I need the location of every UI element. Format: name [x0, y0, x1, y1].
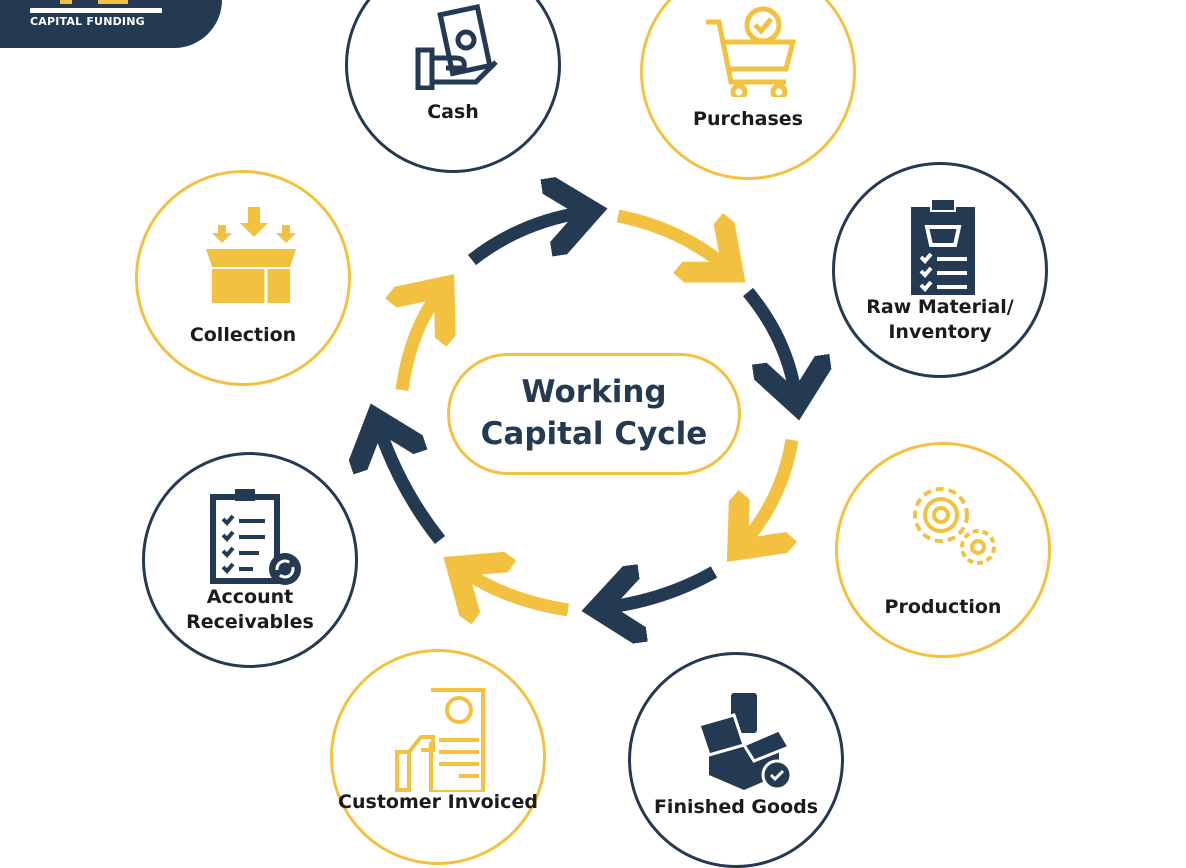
node-account-receivables: Account Receivables [142, 452, 358, 668]
shopping-cart-icon [706, 6, 797, 97]
clipboard-inventory-icon [911, 198, 975, 295]
node-finished-goods: Finished Goods [628, 652, 844, 868]
node-production: Production [835, 442, 1051, 658]
node-cash: Cash [345, 0, 561, 173]
node-raw-material-inventory: Raw Material/ Inventory [832, 162, 1048, 378]
node-label: Cash [427, 101, 479, 123]
node-label: Customer Invoiced [338, 791, 538, 813]
center-title-line1: Working [521, 374, 667, 410]
arrow-inventory-to-production [742, 438, 799, 545]
cash-hand-icon [415, 3, 498, 90]
box-incoming-icon [206, 207, 296, 303]
arrow-collection-to-cash [467, 212, 585, 266]
node-label: Account Receivables [186, 586, 314, 633]
center-title: Working Capital Cycle [447, 353, 741, 475]
node-purchases: Purchases [640, 0, 856, 180]
box-check-icon [697, 693, 793, 791]
arrow-invoiced-to-receivables [378, 425, 446, 545]
node-customer-invoiced: Customer Invoiced [330, 649, 546, 865]
brand-logo: CAPITAL FUNDING [0, 0, 222, 48]
arrow-receivables-to-collection [402, 292, 440, 391]
node-collection: Collection [135, 170, 351, 386]
center-title-line2: Capital Cycle [480, 416, 708, 452]
clipboard-refresh-icon [210, 489, 301, 585]
node-label: Finished Goods [653, 796, 819, 818]
logo-text: CAPITAL FUNDING [30, 15, 145, 28]
arrow-cash-to-purchases [616, 209, 728, 268]
gears-icon [913, 487, 996, 565]
cycle-arrows [0, 0, 1186, 830]
arrow-production-to-finished [604, 572, 718, 608]
arrow-purchases-to-inventory [742, 287, 796, 398]
invoice-hand-icon [395, 688, 485, 792]
node-label: Production [884, 596, 1002, 618]
node-label: Collection [189, 324, 297, 346]
arrow-finished-to-invoiced [462, 570, 570, 610]
node-label: Raw Material/ Inventory [866, 296, 1014, 343]
node-label: Purchases [693, 108, 803, 130]
